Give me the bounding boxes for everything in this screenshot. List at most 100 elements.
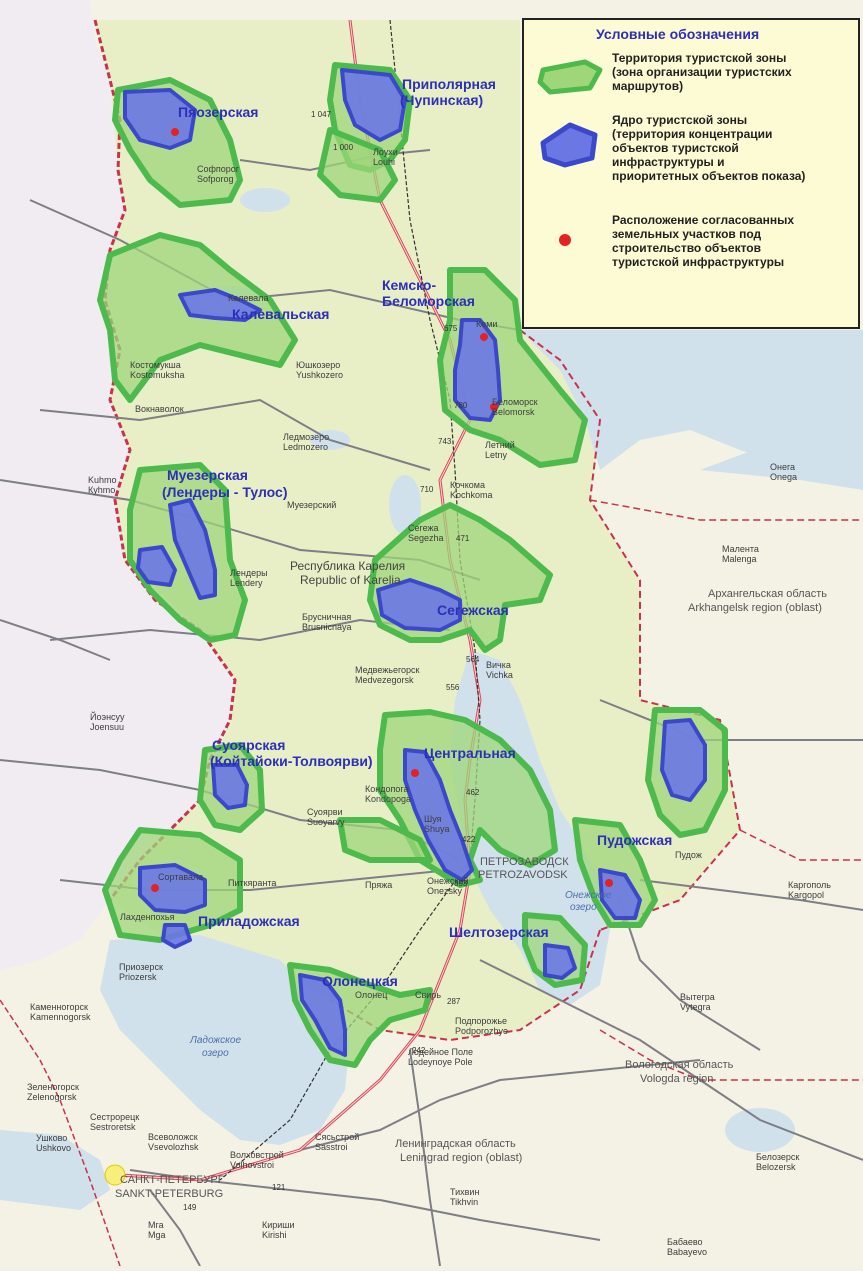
city-label: Каменногорск bbox=[30, 1002, 88, 1012]
city-label: Белозерск bbox=[756, 1152, 799, 1162]
city-label: Сясьстрой bbox=[315, 1132, 359, 1142]
road-number: 780 bbox=[454, 401, 468, 410]
region-arkhangelsk-ru: Архангельская область bbox=[708, 588, 827, 600]
city-label-alt: Priozersk bbox=[119, 972, 157, 982]
city-label: Свирь bbox=[415, 990, 441, 1000]
city-label-alt: Suoyarvy bbox=[307, 817, 345, 827]
legend-plot-swatch bbox=[559, 234, 571, 246]
core-muezerskaya bbox=[168, 498, 217, 600]
core-centralnaya bbox=[403, 748, 474, 882]
city-label: Онега bbox=[770, 462, 795, 472]
cities-layer: СофпорогSofporogЛоухиLouhiКалевалаКостом… bbox=[27, 147, 831, 1257]
legend: Условные обозначения Территория туристск… bbox=[522, 18, 860, 329]
label-segezhskaya: Сегежская bbox=[437, 602, 509, 618]
city-label: Приозерск bbox=[119, 962, 163, 972]
city-label: Каргополь bbox=[788, 880, 831, 890]
city-label-alt: Sasstroi bbox=[315, 1142, 348, 1152]
lake-ladoga-label-1: Ладожское bbox=[189, 1035, 241, 1046]
road-number: 393 bbox=[454, 879, 468, 888]
core-priladozhskaya-south bbox=[161, 923, 192, 949]
city-label-alt: Kargopol bbox=[788, 890, 824, 900]
road-number: 743 bbox=[438, 437, 452, 446]
legend-title: Условные обозначения bbox=[596, 26, 759, 42]
city-label: Сортавала bbox=[158, 872, 203, 882]
road-number: 1 047 bbox=[311, 110, 332, 119]
core-kalevalskaya bbox=[178, 288, 262, 322]
city-label: Пряжа bbox=[365, 880, 392, 890]
city-label-alt: Volhovstroi bbox=[230, 1160, 274, 1170]
city-label: Kuhmo bbox=[88, 475, 117, 485]
label-pudozhskaya: Пудожская bbox=[597, 832, 672, 848]
city-label-alt: Onezsky bbox=[427, 886, 463, 896]
land-plot-dot bbox=[490, 403, 498, 411]
city-label-alt: Zelenogorsk bbox=[27, 1092, 77, 1102]
legend-text-line: Расположение согласованных bbox=[612, 213, 794, 227]
road-number: 556 bbox=[446, 683, 460, 692]
road-number: 462 bbox=[466, 788, 480, 797]
city-label: Кондопога bbox=[365, 784, 408, 794]
city-label: Медвежьегорск bbox=[355, 665, 420, 675]
city-label: Кириши bbox=[262, 1220, 295, 1230]
city-label-alt: Vytegra bbox=[680, 1002, 711, 1012]
city-label-alt: Sestroretsk bbox=[90, 1122, 136, 1132]
city-petrozavodsk-ru: ПЕТРОЗАВОДСК bbox=[480, 856, 569, 868]
city-label: Зеленогорск bbox=[27, 1082, 79, 1092]
core-priladozhskaya bbox=[138, 863, 207, 914]
city-label-alt: Podporozhye bbox=[455, 1026, 508, 1036]
legend-text-line: Ядро туристской зоны bbox=[612, 113, 747, 127]
city-label: Кеми bbox=[476, 319, 497, 329]
city-label-alt: Kochkoma bbox=[450, 490, 493, 500]
city-label: Костомукша bbox=[130, 360, 181, 370]
region-karelia-en: Republic of Karelia bbox=[300, 573, 401, 587]
legend-text-line: объектов туристской bbox=[612, 141, 739, 155]
city-label-alt: Ushkovo bbox=[36, 1143, 71, 1153]
city-label-alt: Shuya bbox=[424, 824, 450, 834]
region-border bbox=[0, 999, 121, 1267]
land-plot-dot bbox=[151, 884, 159, 892]
legend-item-zone: Территория туристской зоны(зона организа… bbox=[612, 51, 792, 93]
city-label: Шуя bbox=[424, 814, 442, 824]
city-label: Кочкома bbox=[450, 480, 485, 490]
lake-beloye bbox=[725, 1108, 795, 1152]
state-border bbox=[93, 19, 237, 901]
legend-text-line: земельных участков под bbox=[612, 227, 762, 241]
city-label-alt: Onega bbox=[770, 472, 797, 482]
road-number: 675 bbox=[444, 324, 458, 333]
land-plot-dot bbox=[605, 879, 613, 887]
label-pripolyarnaya-2: (Чупинская) bbox=[400, 92, 483, 108]
city-label: Лахденпохья bbox=[120, 912, 175, 922]
land-plots bbox=[151, 128, 613, 892]
region-leningrad-en: Leningrad region (oblast) bbox=[400, 1152, 522, 1164]
land-plot-dot bbox=[411, 769, 419, 777]
city-label-alt: Kondopoga bbox=[365, 794, 411, 804]
city-label-alt: Segezha bbox=[408, 533, 444, 543]
city-label: Сестрорецк bbox=[90, 1112, 139, 1122]
city-label-alt: Lodeynoye Pole bbox=[408, 1057, 473, 1067]
road-number: 471 bbox=[456, 534, 470, 543]
city-label-alt: Mga bbox=[148, 1230, 166, 1240]
road-number: 149 bbox=[183, 1203, 197, 1212]
city-label: Пудож bbox=[675, 850, 702, 860]
region-vologda-en: Vologda region bbox=[640, 1073, 713, 1085]
legend-text-line: Территория туристской зоны bbox=[612, 51, 786, 65]
label-oloneckaya: Олонецкая bbox=[322, 973, 398, 989]
city-label: Брусничная bbox=[302, 612, 351, 622]
city-label-alt: Malenga bbox=[722, 554, 757, 564]
city-label: Вичка bbox=[486, 660, 511, 670]
legend-text-line: (территория концентрации bbox=[612, 127, 772, 141]
city-label: Софпорог bbox=[197, 164, 240, 174]
label-centralnaya: Центральная bbox=[424, 745, 516, 761]
label-kalevalskaya: Калевальская bbox=[232, 306, 329, 322]
road-number: 710 bbox=[420, 485, 434, 494]
label-muezerskaya-2: (Лендеры - Тулос) bbox=[162, 484, 288, 500]
label-suoyarskaya-1: Суоярская bbox=[212, 737, 285, 753]
legend-core-swatch bbox=[540, 122, 598, 168]
label-sheltozerskaya: Шелтозерская bbox=[449, 924, 549, 940]
city-label-alt: Kamennogorsk bbox=[30, 1012, 91, 1022]
region-border bbox=[519, 329, 742, 931]
city-label: Всеволожск bbox=[148, 1132, 198, 1142]
city-label: Малента bbox=[722, 544, 759, 554]
city-label: Летний bbox=[485, 440, 515, 450]
